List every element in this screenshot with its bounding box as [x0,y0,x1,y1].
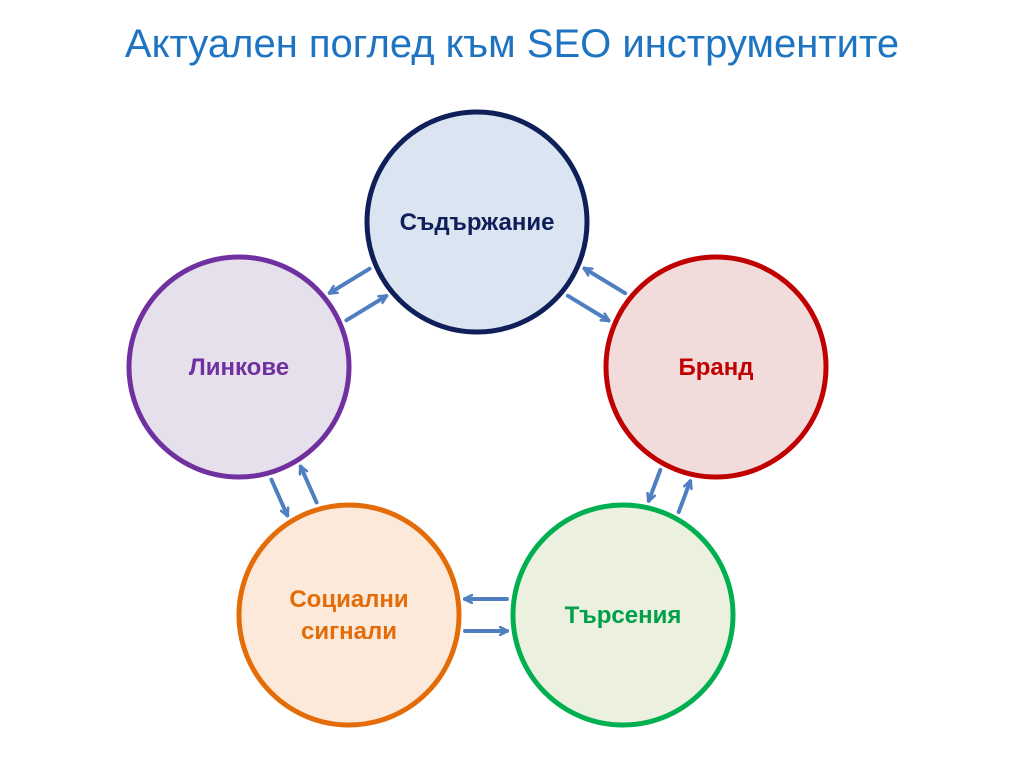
node-circle-social [236,502,462,728]
node-links: Линкове [126,254,352,480]
node-searches: Търсения [510,502,736,728]
node-circle-brand [603,254,829,480]
arrow-brand-to-content [584,266,628,296]
node-label-links: Линкове [189,354,289,381]
node-content: Съдържание [364,109,590,335]
node-brand: Бранд [603,254,829,480]
node-circle-content [364,109,590,335]
node-circle-searches [510,502,736,728]
node-label-social: Социални [289,586,408,613]
page-title: Актуален поглед към SEO инструментите [124,22,900,66]
node-circle-links [126,254,352,480]
arrow-links-to-social [269,477,287,516]
arrow-searches-to-brand [676,481,691,515]
arrows-layer [269,266,691,631]
node-label-searches: Търсения [565,602,682,629]
arrow-social-to-links [301,467,319,505]
arrow-content-to-brand [565,293,609,323]
arrow-links-to-content [344,294,386,323]
node-social: Социални сигнали [236,502,462,728]
node-label-content: Съдържание [400,209,555,236]
arrow-brand-to-searches [649,467,663,501]
node-label-social: сигнали [301,618,397,645]
node-label-brand: Бранд [679,354,754,381]
arrow-content-to-links [330,266,372,295]
